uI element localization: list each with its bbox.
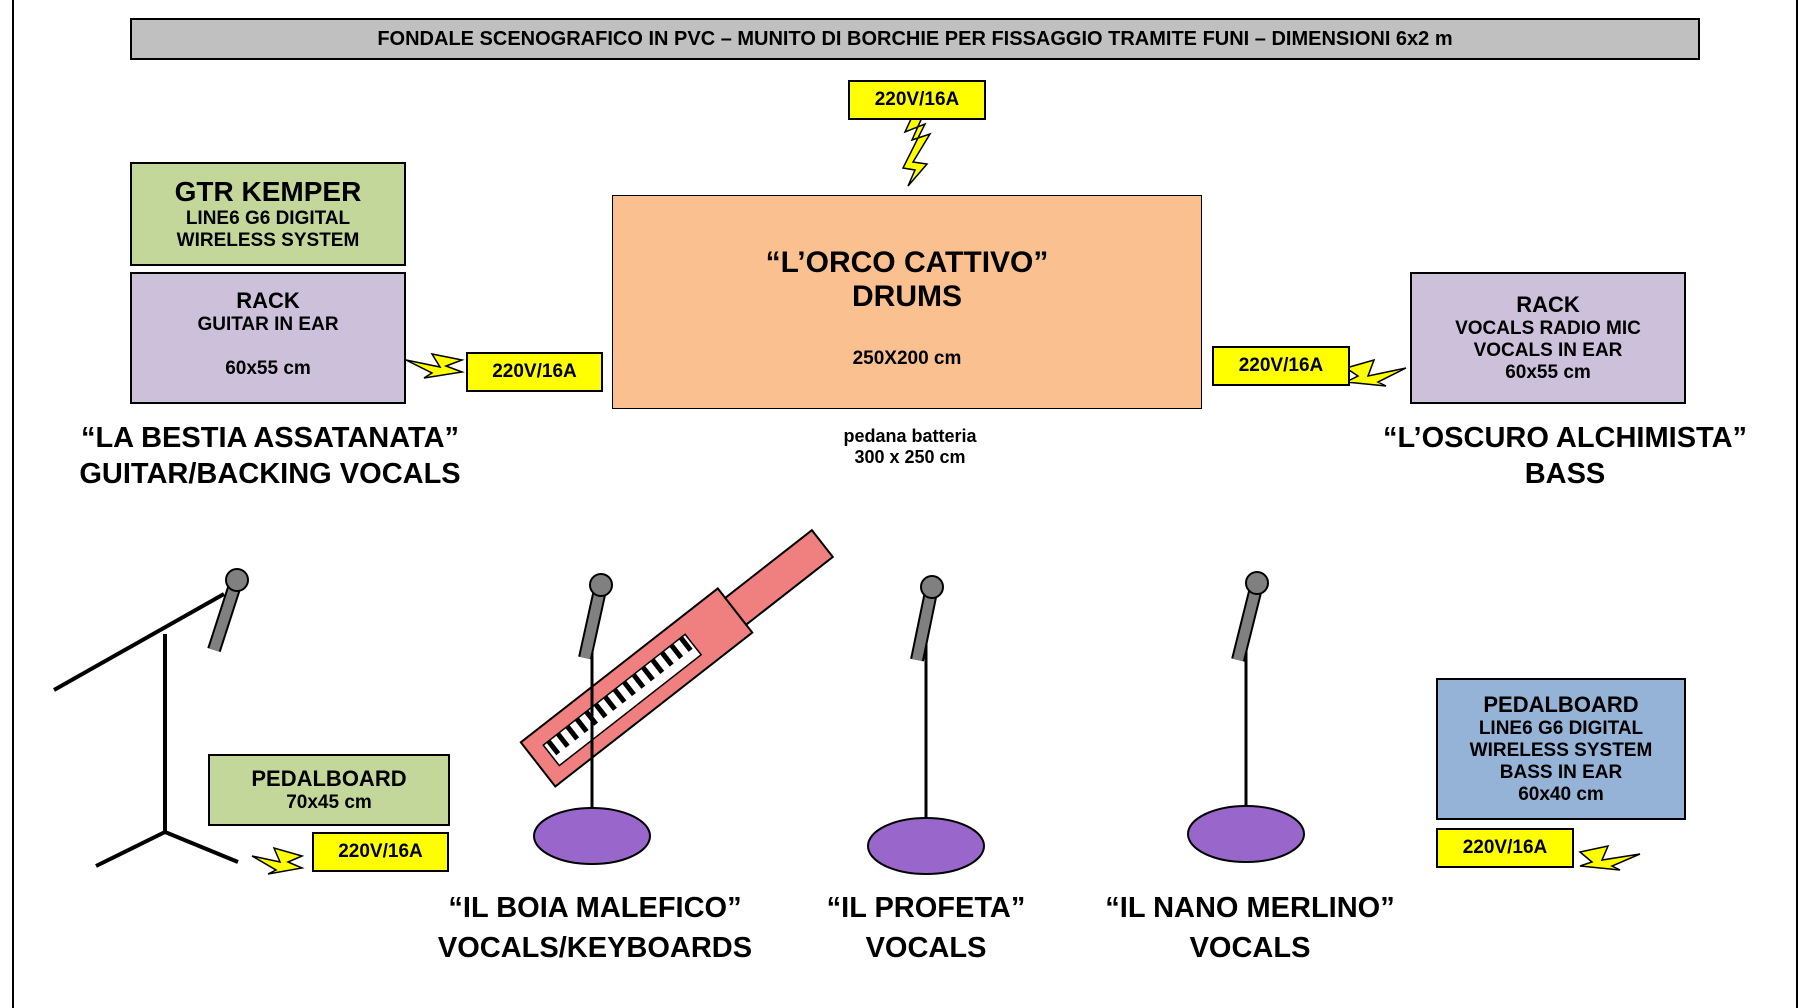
gtr-kemper-box: GTR KEMPER LINE6 G6 DIGITAL WIRELESS SYS… (130, 162, 406, 266)
mic-stand-keys (533, 573, 651, 865)
microphone-icon (207, 568, 249, 653)
performer-keys-label: “IL BOIA MALEFICO” VOCALS/KEYBOARDS (437, 892, 753, 964)
power-label-bass-pedalboard: 220V/16A (1436, 828, 1574, 868)
drum-riser-note: pedana batteria 300 x 250 cm (843, 426, 977, 467)
power-label-guitar-pedalboard: 220V/16A (312, 832, 449, 872)
banner-text: FONDALE SCENOGRAFICO IN PVC – MUNITO DI … (377, 27, 1453, 50)
stage-frame (12, 0, 1798, 1008)
lightning-icon (901, 103, 932, 187)
performer-bass-label: “L’OSCURO ALCHIMISTA” BASS (1382, 422, 1748, 490)
rack-guitar-box: RACK GUITAR IN EAR 60x55 cm (130, 272, 406, 404)
rack-vocals-box: RACK VOCALS RADIO MIC VOCALS IN EAR 60x5… (1410, 272, 1686, 404)
mic-stand-merlino (1187, 571, 1305, 863)
power-label-top: 220V/16A (848, 80, 986, 120)
power-label-right-rack: 220V/16A (1212, 346, 1350, 386)
power-label-left-rack: 220V/16A (466, 352, 603, 392)
pedalboard-bass-box: PEDALBOARD LINE6 G6 DIGITAL WIRELESS SYS… (1436, 678, 1686, 820)
boom-mic-stand (53, 592, 239, 868)
backdrop-banner: FONDALE SCENOGRAFICO IN PVC – MUNITO DI … (130, 18, 1700, 60)
keytar-icon (519, 528, 835, 788)
lightning-icon (1343, 358, 1407, 387)
pedalboard-guitar-box: PEDALBOARD 70x45 cm (208, 754, 450, 826)
lightning-icon (405, 352, 465, 379)
performer-profeta-label: “IL PROFETA” VOCALS (826, 892, 1026, 964)
mic-stand-profeta (867, 575, 985, 875)
performer-merlino-label: “IL NANO MERLINO” VOCALS (1105, 892, 1395, 964)
drums-riser-box: “L’ORCO CATTIVO” DRUMS 250X200 cm (612, 195, 1202, 409)
performer-guitar-label: “LA BESTIA ASSATANATA” GUITAR/BACKING VO… (79, 422, 461, 490)
lightning-icon (1578, 844, 1641, 871)
lightning-icon (251, 846, 305, 875)
